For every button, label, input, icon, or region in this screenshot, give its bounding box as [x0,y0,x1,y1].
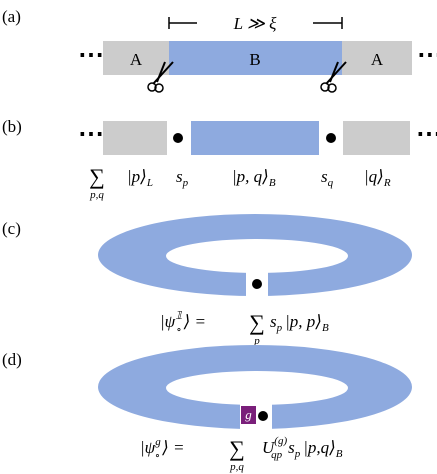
ring-c [98,214,412,296]
scissors-icon [147,61,174,93]
sum-index-b: p,q [89,189,104,201]
middle-ket: |p, q⟩B [232,167,276,189]
segment-left [103,121,167,155]
black-dot [326,133,336,143]
panel-b: (b) ⋯ ⋯ ∑ p,q |p⟩L sp |p, q⟩B sq |q⟩R [2,117,437,201]
segment-middle [191,121,319,155]
segment-right [343,121,410,155]
sum-index-c: p [253,335,260,347]
g-box [241,406,256,424]
black-dot [252,279,262,289]
segment-label-a-right: A [371,50,384,69]
length-label: L ≫ ξ [233,14,277,33]
segment-label-b: B [249,50,260,69]
ellipsis-left-a: ⋯ [78,40,105,69]
equation-c-rhs: sp|p, p⟩B [270,312,329,334]
sum-sign-d: ∑ [229,436,245,461]
panel-label-d: (d) [2,350,22,369]
g-box-label: g [245,407,252,422]
sp-label: sp [176,167,189,189]
segment-b [169,41,342,75]
panel-c: (c) |ψ𝟙∘⟩ = ∑ p sp|p, p⟩B [2,214,412,347]
length-bracket [168,17,343,29]
panel-label-b: (b) [2,117,22,136]
panel-label-a: (a) [2,7,21,26]
panel-label-c: (c) [2,219,21,238]
segment-a-left [103,41,169,75]
left-ket: |p⟩L [127,167,153,189]
segment-label-a-left: A [130,50,143,69]
right-ket: |q⟩R [364,167,391,189]
segment-a-right [342,41,412,75]
sum-sign-b: ∑ [89,164,105,189]
sum-index-d: p,q [229,461,244,473]
ellipsis-right-a: ⋯ [417,40,437,69]
ring-d [98,345,412,429]
ellipsis-right-b: ⋯ [416,119,437,148]
ellipsis-left-b: ⋯ [78,119,105,148]
equation-d-lhs: |ψg∘⟩ = [140,436,185,462]
equation-c-lhs: |ψ𝟙∘⟩ = [160,310,206,336]
scissors-icon [320,61,347,93]
sum-sign-c: ∑ [249,310,265,335]
panel-a: (a) ⋯ A B A ⋯ L ≫ ξ [2,7,437,93]
black-dot [258,411,268,421]
sq-label: sq [321,167,334,189]
black-dot [173,133,183,143]
